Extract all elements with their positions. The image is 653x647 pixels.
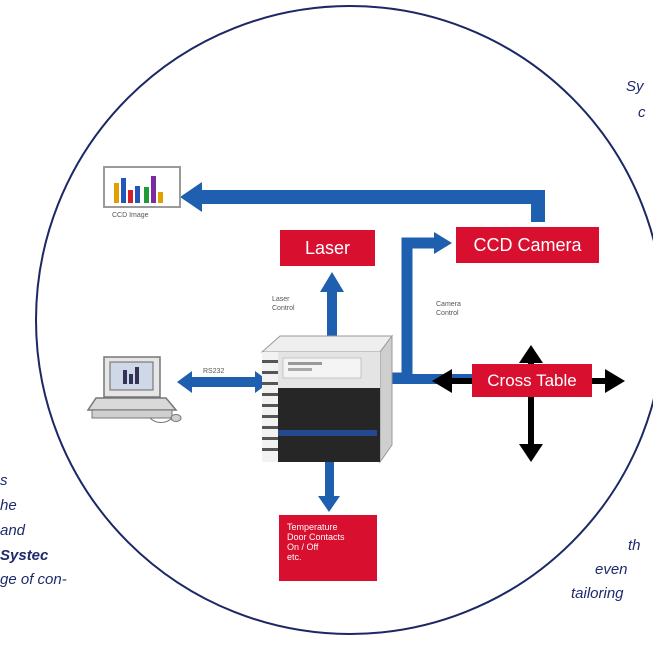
rs232-arrow-shaft xyxy=(188,377,260,387)
camera-control-label: Camera Control xyxy=(436,301,461,317)
camera-control-arrow xyxy=(385,237,437,384)
side-text-right-3: tailoring xyxy=(571,585,624,602)
ccd-image-icon xyxy=(103,166,181,208)
cross-arrowhead-left xyxy=(432,369,452,393)
rs232-arrowhead-left xyxy=(177,371,192,393)
side-text-left-1: s xyxy=(0,472,8,489)
controller-cabinet xyxy=(260,334,393,464)
computer-icon xyxy=(86,356,182,423)
laser-arrowhead xyxy=(320,272,344,292)
ccd-camera-box: CCD Camera xyxy=(456,227,599,263)
laser-control-label: Laser Control xyxy=(272,296,295,312)
side-text-left-5: ge of con- xyxy=(0,571,67,588)
cross-table-box: Cross Table xyxy=(472,364,592,397)
image-arrowhead xyxy=(180,182,202,212)
rs232-label: RS232 xyxy=(203,368,225,375)
side-text-right-2: even xyxy=(595,561,628,578)
ccd-image-label: CCD Image xyxy=(112,212,149,219)
cross-arrowhead-right xyxy=(605,369,625,393)
side-text-left-3: and xyxy=(0,522,26,539)
cross-arrowhead-up xyxy=(519,345,543,363)
camera-to-image-arrow xyxy=(200,190,545,222)
cross-arrowhead-down xyxy=(519,444,543,462)
temperature-arrow xyxy=(325,462,334,500)
cross-vertical-shaft xyxy=(528,355,534,453)
cross-table-arrow xyxy=(385,374,475,384)
side-text-top-right-2: c xyxy=(638,104,646,121)
camera-arrowhead xyxy=(434,232,452,254)
outline-circle xyxy=(35,5,653,635)
temperature-box: Temperature Door Contacts On / Off etc. xyxy=(279,515,377,581)
temperature-arrowhead xyxy=(318,496,340,512)
side-text-right-1: th xyxy=(628,537,641,554)
side-text-left-4: Systec xyxy=(0,547,49,564)
side-text-left-2: he xyxy=(0,497,17,514)
laser-control-arrow xyxy=(327,290,337,352)
laser-box: Laser xyxy=(280,230,375,266)
side-text-top-right-1: Sy xyxy=(626,78,644,95)
